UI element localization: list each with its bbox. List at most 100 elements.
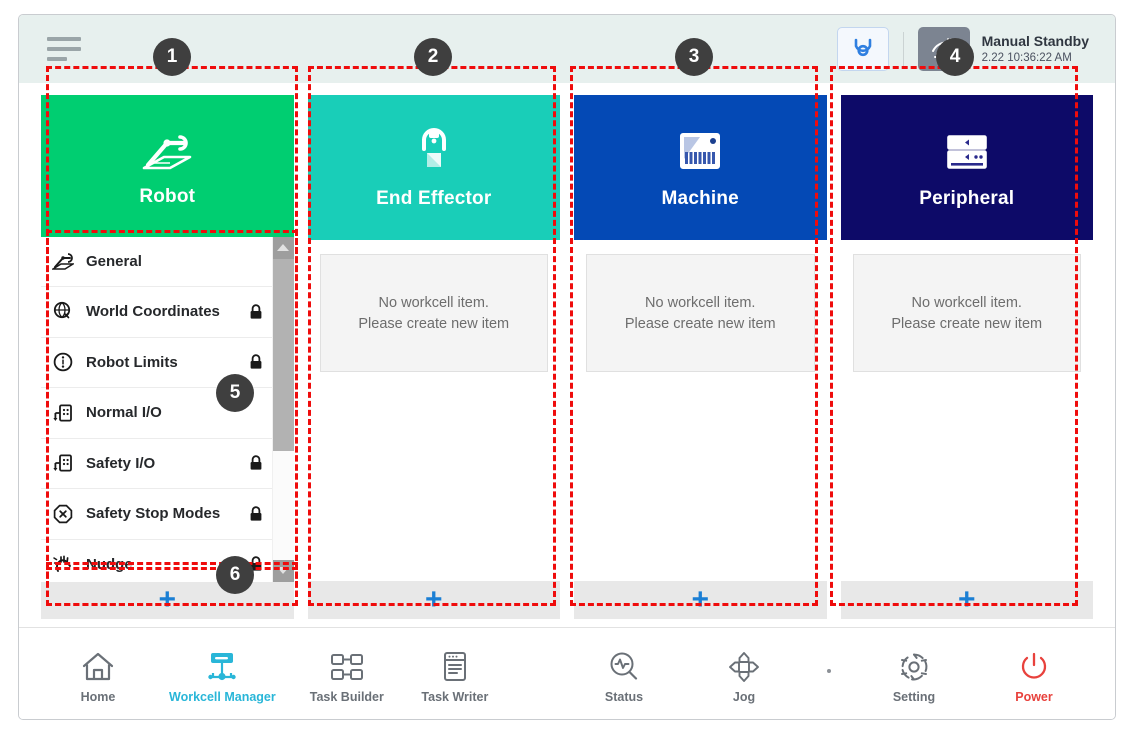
nav-item-label: Setting [892,690,936,704]
nav-item-home[interactable]: Home [61,643,135,704]
io-port-icon [51,401,75,425]
workcell-manager-icon [202,643,242,683]
gripper-tool-icon[interactable] [836,27,889,71]
annotation-badge-2: 2 [414,38,452,76]
nav-item-label: Task Writer [421,690,489,704]
device-frame: Manual Standby 2.22 10:36:22 AM [18,14,1116,720]
task-writer-icon [438,643,472,683]
empty-state: No workcell item. Please create new item [852,254,1081,372]
lock-icon [249,354,264,370]
nav-item-label: Workcell Manager [169,690,276,704]
cnc-machine-icon [676,126,724,178]
annotation-badge-3: 3 [675,38,713,76]
add-item-button[interactable]: + [41,581,294,619]
empty-state: No workcell item. Please create new item [319,254,548,372]
list-item-label: Safety I/O [86,454,156,472]
scrollbar-thumb[interactable] [272,258,294,452]
add-item-button[interactable]: + [574,581,827,619]
end-effector-card-header[interactable]: End Effector [307,95,560,240]
nav-item-label: Power [1015,690,1053,704]
nav-item-task-writer[interactable]: Task Writer [418,643,492,704]
peripheral-card-header[interactable]: Peripheral [840,95,1093,240]
limits-circle-icon [51,350,75,374]
nav-item-label: Task Builder [309,690,384,704]
machine-card-header[interactable]: Machine [574,95,827,240]
nav-item-status[interactable]: Status [587,643,661,704]
list-item[interactable]: General [41,237,272,288]
globe-coordinates-icon [51,300,75,324]
lock-icon [249,304,264,320]
bottom-nav-right: Status Jog Setting [587,643,1071,704]
list-item[interactable]: Normal I/O [41,388,272,439]
list-item-label: General [86,252,142,270]
empty-line-2: Please create new item [358,315,510,332]
add-item-button[interactable]: + [840,581,1093,619]
status-pulse-icon [607,643,641,683]
gear-icon [897,643,931,683]
machine-card-title: Machine [661,187,739,209]
home-icon [81,643,115,683]
plus-icon: + [957,583,976,616]
hamburger-menu-icon[interactable] [47,34,87,64]
end-effector-card-title: End Effector [376,187,492,209]
empty-state: No workcell item. Please create new item [586,254,815,372]
nav-item-workcell-manager[interactable]: Workcell Manager [169,643,276,704]
scrollbar-track[interactable] [272,258,294,560]
nav-item-jog[interactable]: Jog [707,643,781,704]
robot-card-title: Robot [139,185,196,207]
robot-card: Robot General [41,95,294,619]
separator-dot-icon [827,668,831,673]
end-effector-card: End Effector No workcell item. Please cr… [307,95,561,619]
list-item[interactable]: Safety Stop Modes [41,489,272,540]
empty-line-2: Please create new item [624,315,776,332]
list-item[interactable]: Safety I/O [41,439,272,490]
robot-card-header[interactable]: Robot [41,95,294,237]
empty-line-1: No workcell item. [911,294,1022,311]
scroll-up-icon[interactable] [272,236,294,259]
nav-item-label: Home [80,690,116,704]
end-effector-gripper-icon [410,126,458,178]
robot-item-list: General World Coordinates [41,236,294,582]
status-text-block: Manual Standby 2.22 10:36:22 AM [982,33,1089,65]
robot-arm-icon [140,124,194,176]
scroll-down-icon[interactable] [272,559,294,582]
task-builder-icon [327,643,367,683]
list-item[interactable]: Robot Limits [41,338,272,389]
empty-line-2: Please create new item [891,315,1043,332]
lock-icon [249,455,264,471]
stop-octagon-icon [51,502,75,526]
nav-item-label: Status [604,690,644,704]
power-icon [1018,643,1050,683]
machine-card-body: No workcell item. Please create new item [574,240,827,581]
lock-icon [249,506,264,522]
machine-card: Machine No workcell item. Please create … [574,95,827,619]
list-item-label: World Coordinates [86,303,220,321]
list-item-label: Nudge [86,555,133,573]
workcell-card-grid: Robot General [19,83,1115,629]
io-port-icon [51,451,75,475]
annotation-badge-6: 6 [216,556,254,594]
empty-line-1: No workcell item. [645,294,756,311]
peripheral-card-title: Peripheral [919,187,1015,209]
list-item-label: Normal I/O [86,404,162,422]
add-item-button[interactable]: + [307,581,560,619]
list-scrollbar[interactable] [271,236,294,582]
jog-dpad-icon [726,643,762,683]
plus-icon: + [158,583,177,617]
annotation-badge-4: 4 [936,38,974,76]
end-effector-card-body: No workcell item. Please create new item [308,240,561,581]
nav-item-power[interactable]: Power [997,643,1071,704]
list-item-label: Robot Limits [86,353,178,371]
list-item-label: Safety Stop Modes [86,505,221,523]
empty-line-1: No workcell item. [378,294,489,311]
plus-icon: + [424,583,443,616]
status-title: Manual Standby [981,33,1089,50]
nav-item-setting[interactable]: Setting [877,643,951,704]
bottom-nav-left: Home Workcell Manager Task Builder [61,643,492,704]
list-item[interactable]: World Coordinates [41,287,272,338]
peripheral-card-body: No workcell item. Please create new item [841,240,1094,581]
plus-icon: + [691,583,710,616]
nav-item-task-builder[interactable]: Task Builder [310,643,384,704]
peripheral-card: Peripheral No workcell item. Please crea… [840,95,1094,619]
